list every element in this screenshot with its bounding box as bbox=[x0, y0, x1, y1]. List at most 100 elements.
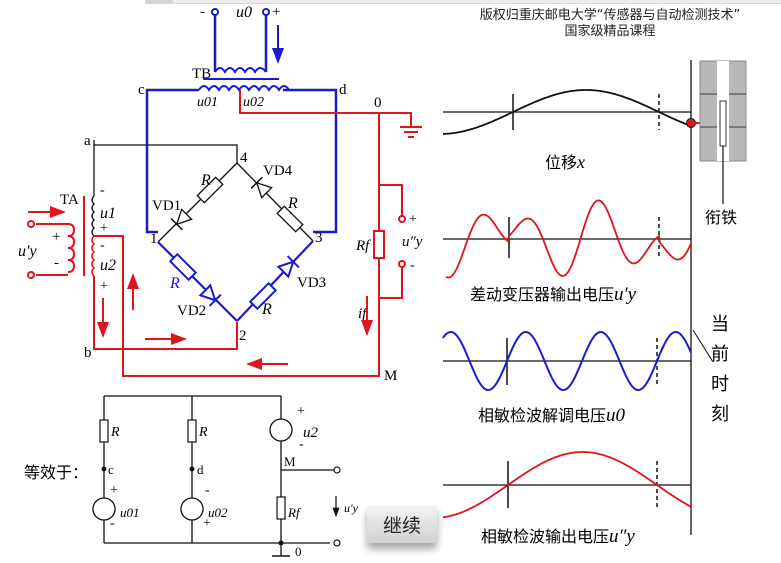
resistor-R-4-3 bbox=[276, 205, 304, 233]
terminal-uy2-plus[interactable] bbox=[398, 215, 406, 223]
u2-plus: + bbox=[100, 279, 108, 294]
uy2-plus-sign: + bbox=[409, 212, 417, 227]
demodulator-circuit: - + u0 TB u01 u02 c d 0 Rf bbox=[18, 4, 423, 384]
u2-label: u2 bbox=[100, 257, 116, 274]
copyright-line-2: 国家级精品课程 bbox=[564, 24, 656, 39]
u1-label: u1 bbox=[100, 205, 116, 222]
node-b-label: b bbox=[84, 345, 92, 361]
eq-node-c: c bbox=[108, 462, 114, 477]
equivalent-circuit: 等效于： R R c d M 0 Rf u01 u02 u2 + - - + + bbox=[24, 395, 359, 559]
resistor-R-1-2 bbox=[168, 252, 198, 282]
u01-label: u01 bbox=[197, 95, 218, 110]
u0-minus-sign: - bbox=[200, 4, 205, 20]
uy1-label: u′y bbox=[18, 243, 38, 260]
resistor-R-4-1 bbox=[196, 176, 224, 204]
u0-plus-sign: + bbox=[272, 4, 280, 20]
diode-vd2 bbox=[198, 283, 222, 307]
rf-resistor bbox=[373, 230, 385, 259]
eq-u2-label: u2 bbox=[303, 425, 319, 441]
eq-output-label: u′y bbox=[344, 501, 359, 515]
copyright-notice: 版权归重庆邮电大学“传感器与自动检测技术” 国家级精品课程 bbox=[455, 8, 765, 40]
waveform-panel: 衔铁 当 前 时 刻 位移x 差动变压器输出电压u′y 相敏检波解调电压u0 相… bbox=[442, 60, 747, 547]
source-u02 bbox=[180, 497, 204, 521]
eq-node-0: 0 bbox=[295, 544, 302, 559]
copyright-line-1: 版权归重庆邮电大学“传感器与自动检测技术” bbox=[479, 8, 741, 23]
armature-core bbox=[719, 100, 727, 147]
r-label-1-2: R bbox=[169, 275, 180, 292]
top-toolbar-strip bbox=[145, 0, 781, 4]
eq-resistor-d bbox=[187, 419, 197, 443]
rf-label: Rf bbox=[355, 238, 371, 254]
eq-r-label-d: R bbox=[198, 425, 208, 440]
tb-primary-coil bbox=[198, 85, 290, 92]
continue-button[interactable]: 继续 bbox=[367, 505, 437, 543]
u2-minus: - bbox=[100, 238, 105, 253]
ta-transformer: + - u′y TA - u1 + - u2 + bbox=[18, 183, 116, 294]
eq-terminal-0[interactable] bbox=[333, 539, 341, 547]
vd1-label: VD1 bbox=[152, 198, 181, 214]
diode-vd4 bbox=[250, 176, 273, 199]
eq-terminal-M[interactable] bbox=[333, 466, 341, 474]
ta-in-plus: + bbox=[52, 229, 60, 245]
r-label-4-3: R bbox=[287, 195, 298, 212]
terminal-uy1-minus[interactable] bbox=[27, 271, 35, 279]
vd3-label: VD3 bbox=[297, 275, 326, 291]
node-a-label: a bbox=[84, 133, 91, 149]
eq-node-M: M bbox=[284, 454, 296, 469]
lvdt-sensor-icon bbox=[699, 60, 747, 204]
lvdt-output-waveform bbox=[445, 199, 692, 279]
armature-label: 衔铁 bbox=[705, 208, 737, 227]
node-d-label: d bbox=[339, 82, 347, 98]
eq-u01-plus: + bbox=[110, 483, 118, 498]
r-label-2-3: R bbox=[261, 301, 272, 318]
terminal-u0-minus[interactable] bbox=[211, 8, 219, 16]
tb-label: TB bbox=[192, 66, 211, 82]
terminal-u0-plus[interactable] bbox=[262, 8, 270, 16]
current-position-dot bbox=[686, 118, 696, 128]
equivalent-label: 等效于： bbox=[24, 463, 88, 482]
output-caption: 相敏检波输出电压u″y bbox=[481, 526, 635, 547]
uy2-minus-sign: - bbox=[410, 258, 415, 273]
current-moment-char-1: 当 bbox=[711, 314, 729, 335]
eq-u01-label: u01 bbox=[120, 505, 140, 520]
node-4-label: 4 bbox=[240, 150, 248, 166]
ta-label: TA bbox=[60, 192, 79, 208]
toolbar-tab[interactable] bbox=[145, 0, 173, 3]
eq-rf-label: Rf bbox=[287, 505, 302, 520]
source-u01 bbox=[92, 497, 116, 521]
lvdt-caption: 差动变压器输出电压u′y bbox=[470, 284, 637, 305]
terminal-uy1-plus[interactable] bbox=[27, 220, 35, 228]
diode-vd3 bbox=[276, 255, 300, 279]
if-label: if bbox=[358, 306, 368, 322]
source-u2 bbox=[269, 418, 293, 442]
u1-minus: - bbox=[100, 183, 105, 198]
eq-u02-label: u02 bbox=[208, 505, 228, 520]
r-label-4-1: R bbox=[200, 172, 211, 189]
current-moment-char-4: 刻 bbox=[711, 404, 729, 425]
displacement-caption: 位移x bbox=[545, 152, 585, 172]
terminal-uy2-minus[interactable] bbox=[398, 260, 406, 268]
diode-bridge: 1 2 3 4 R R R R VD1 VD4 VD2 VD3 bbox=[150, 150, 326, 344]
u1-plus: + bbox=[100, 221, 108, 236]
vd4-label: VD4 bbox=[263, 163, 293, 179]
u0-label: u0 bbox=[236, 4, 252, 21]
ta-in-minus: - bbox=[54, 255, 59, 271]
node-2-label: 2 bbox=[239, 328, 247, 344]
diode-vd1 bbox=[170, 208, 193, 231]
eq-u02-plus: + bbox=[203, 516, 211, 531]
tb-secondary-coil bbox=[214, 67, 267, 74]
vd2-label: VD2 bbox=[177, 303, 206, 319]
node-3-label: 3 bbox=[315, 230, 323, 246]
eq-u2-plus: + bbox=[297, 404, 305, 419]
current-moment-char-3: 时 bbox=[711, 374, 729, 395]
eq-r-label-c: R bbox=[110, 425, 120, 440]
eq-node-d: d bbox=[197, 462, 204, 477]
node-0-label: 0 bbox=[374, 95, 382, 111]
current-moment-label: 当 前 时 刻 bbox=[711, 314, 729, 425]
node-M-label: M bbox=[384, 368, 397, 384]
detector-output-waveform bbox=[442, 451, 692, 519]
u02-label: u02 bbox=[243, 95, 264, 110]
eq-resistor-c bbox=[99, 419, 109, 443]
current-moment-char-2: 前 bbox=[711, 344, 729, 365]
